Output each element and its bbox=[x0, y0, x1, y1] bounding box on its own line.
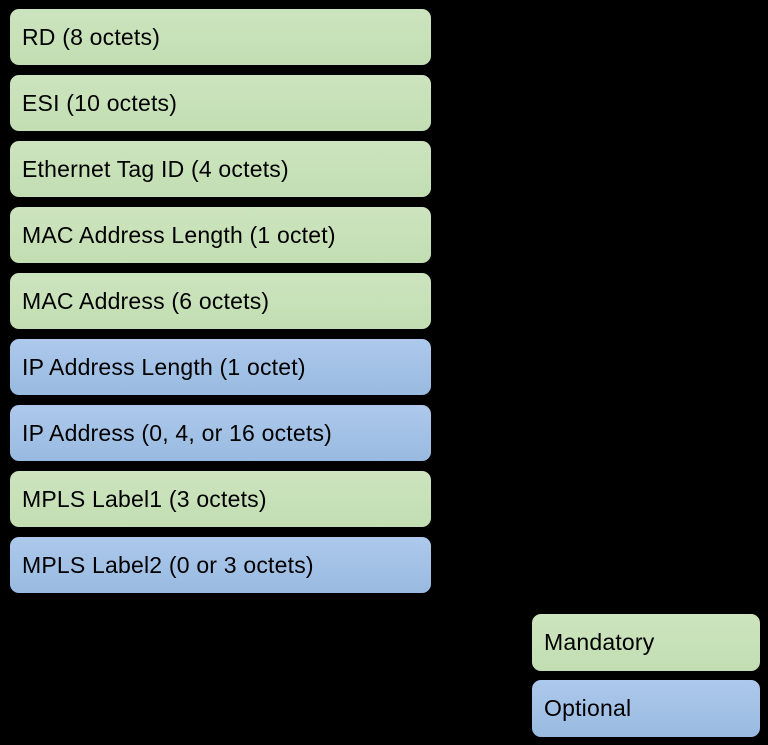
field-box: MPLS Label2 (0 or 3 octets) bbox=[8, 535, 433, 595]
field-label: IP Address Length (1 octet) bbox=[22, 353, 306, 380]
legend-box: Optional bbox=[530, 678, 762, 739]
field-box: Ethernet Tag ID (4 octets) bbox=[8, 139, 433, 199]
field-label: IP Address (0, 4, or 16 octets) bbox=[22, 419, 333, 446]
field-box: MAC Address (6 octets) bbox=[8, 271, 433, 331]
field-stack: RD (8 octets) ESI (10 octets) Ethernet Tag… bbox=[8, 7, 433, 595]
field-label: MPLS Label1 (3 octets) bbox=[22, 485, 267, 512]
field-label: MAC Address (6 octets) bbox=[22, 287, 270, 314]
legend-box: Mandatory bbox=[530, 612, 762, 673]
field-box: MPLS Label1 (3 octets) bbox=[8, 469, 433, 529]
field-label: RD (8 octets) bbox=[22, 23, 161, 50]
field-box: IP Address Length (1 octet) bbox=[8, 337, 433, 397]
field-label: Ethernet Tag ID (4 octets) bbox=[22, 155, 289, 182]
legend-label: Optional bbox=[544, 695, 632, 721]
field-box: MAC Address Length (1 octet) bbox=[8, 205, 433, 265]
field-box: ESI (10 octets) bbox=[8, 73, 433, 133]
field-box: RD (8 octets) bbox=[8, 7, 433, 67]
field-box: IP Address (0, 4, or 16 octets) bbox=[8, 403, 433, 463]
field-label: MAC Address Length (1 octet) bbox=[22, 221, 336, 248]
legend-label: Mandatory bbox=[544, 629, 655, 655]
field-label: ESI (10 octets) bbox=[22, 89, 178, 116]
field-label: MPLS Label2 (0 or 3 octets) bbox=[22, 551, 314, 578]
